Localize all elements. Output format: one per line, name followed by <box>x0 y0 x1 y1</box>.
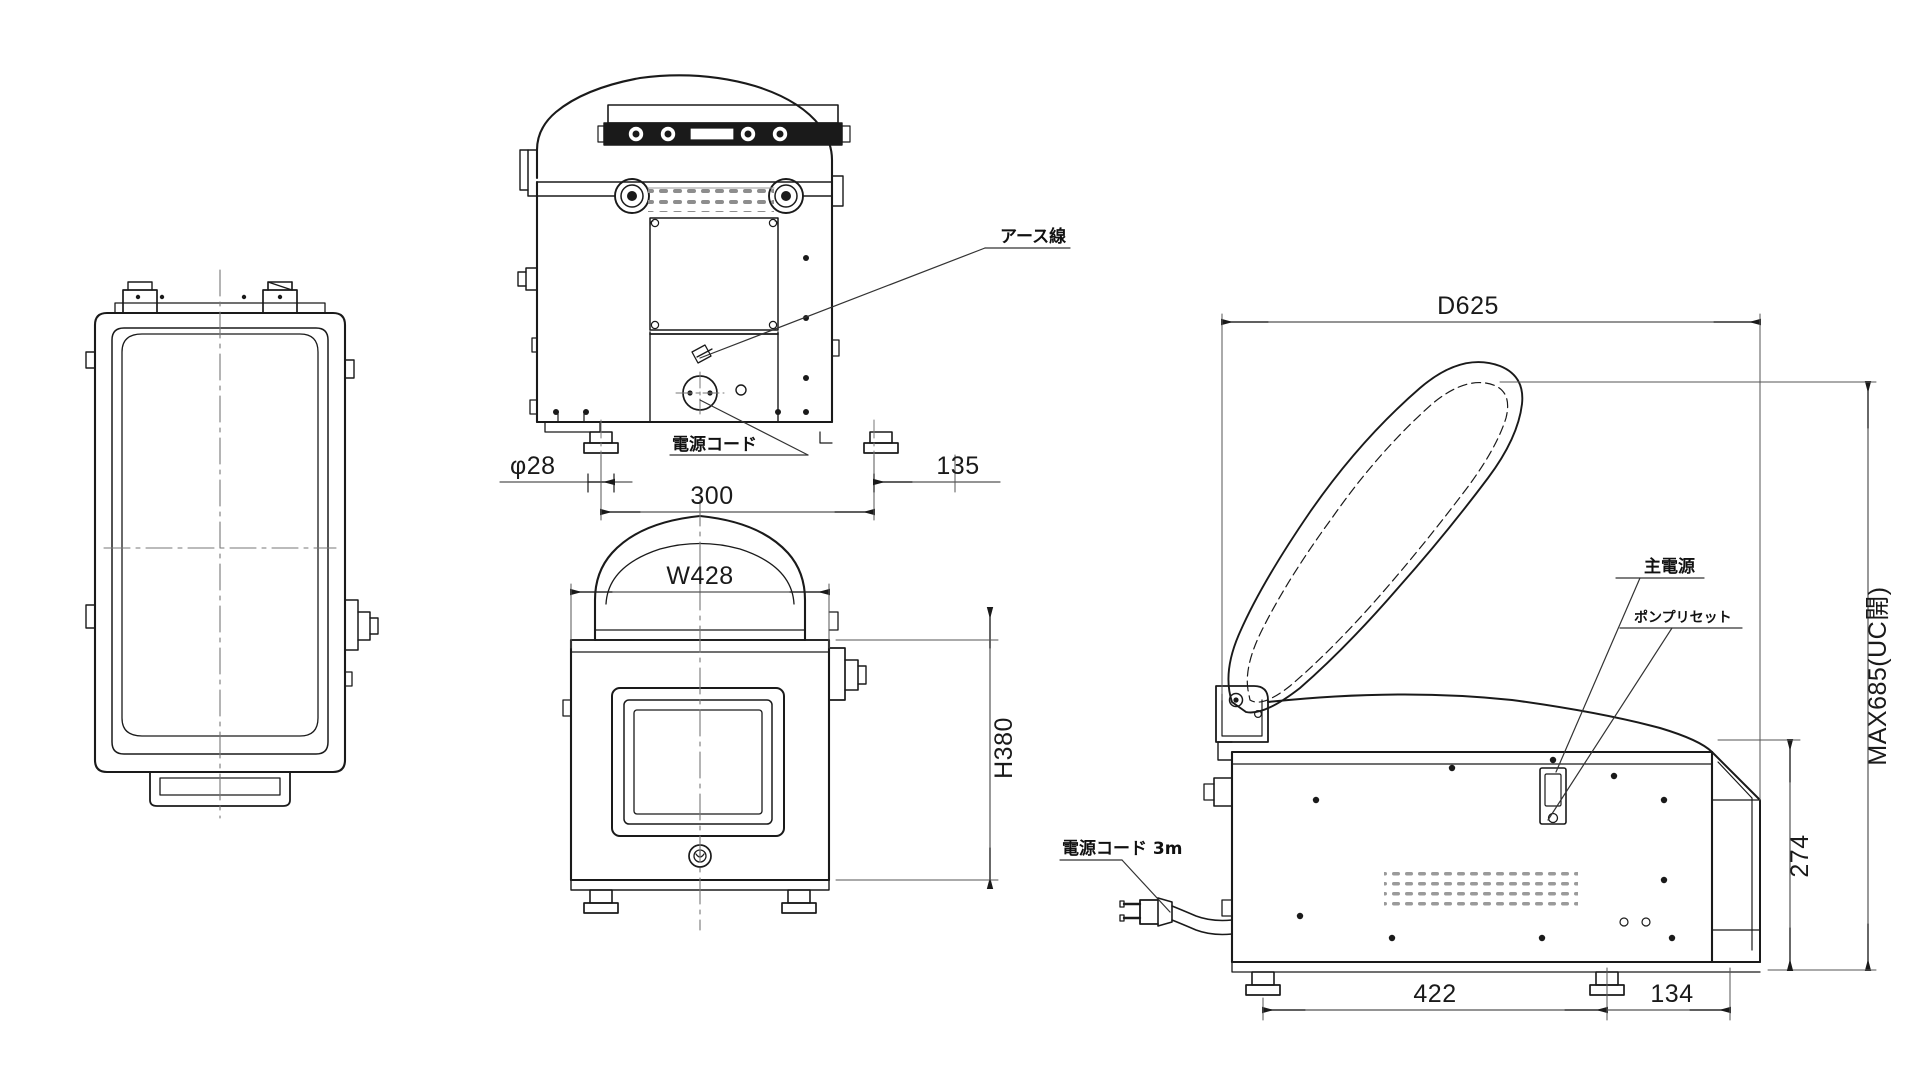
dim-phi28: φ28 <box>510 452 556 480</box>
rear-view-group <box>517 74 899 501</box>
dim-max-height: MAX685(UC開) <box>1864 586 1892 765</box>
rear-view-dimensions <box>499 454 1001 521</box>
dim-134: 134 <box>1650 980 1693 1008</box>
dim-depth: D625 <box>1437 292 1499 320</box>
dim-width: W428 <box>666 562 733 590</box>
rear-view-leaders <box>669 247 1071 456</box>
dim-300: 300 <box>690 482 733 510</box>
callout-power-cord-3m: 電源コード 3m <box>1062 838 1182 859</box>
dim-422: 422 <box>1413 980 1456 1008</box>
side-view-dimensions <box>1221 313 1877 1021</box>
dim-height: H380 <box>990 717 1018 779</box>
side-view-leaders <box>1059 577 1743 913</box>
front-view-group <box>562 499 867 931</box>
callout-main-power: 主電源 <box>1644 556 1695 577</box>
front-view-dimensions <box>570 583 999 889</box>
callout-earth-wire: アース線 <box>1000 226 1066 247</box>
dim-135: 135 <box>936 452 979 480</box>
dim-274: 274 <box>1786 834 1814 877</box>
callout-power-cord: 電源コード <box>672 434 757 455</box>
callout-pump-reset: ポンプリセット <box>1634 609 1732 626</box>
top-view-group <box>85 269 379 819</box>
right-side-view-group <box>1119 361 1761 996</box>
